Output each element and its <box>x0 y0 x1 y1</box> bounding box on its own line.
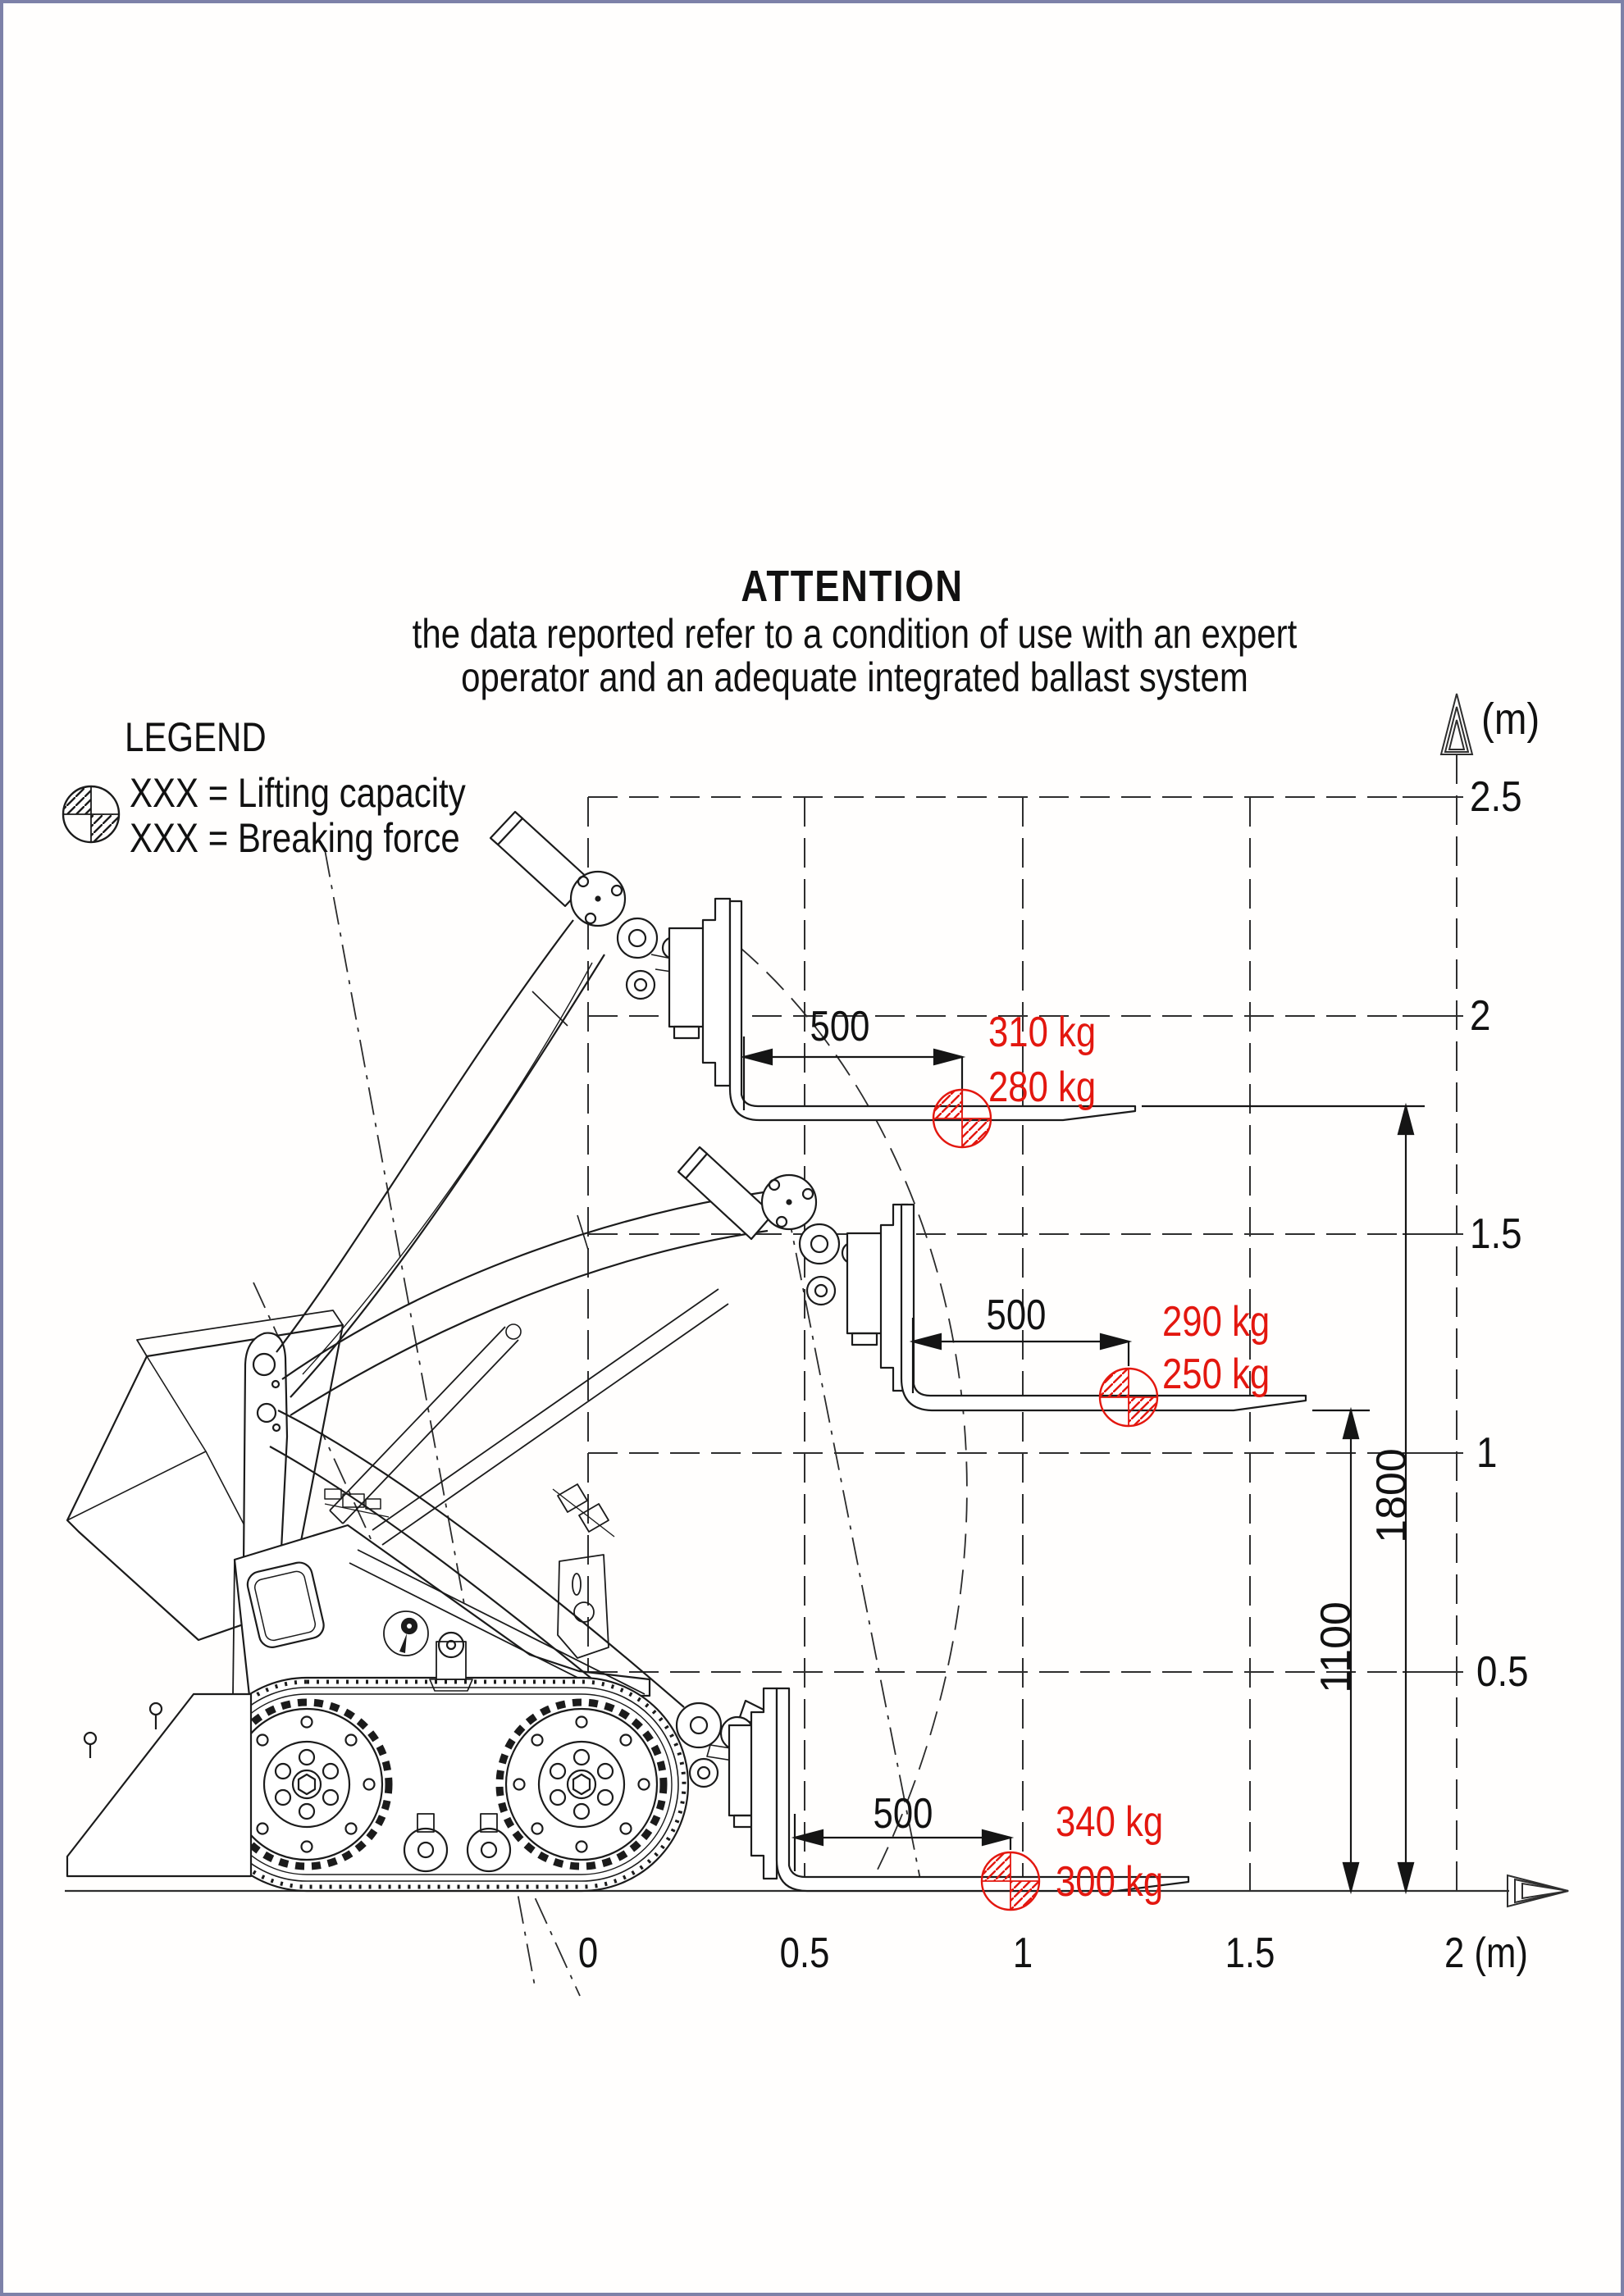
dim-500-middle <box>909 1318 1133 1393</box>
y-tick-2: 2 <box>1470 992 1491 1040</box>
dim-1800 <box>1142 1102 1425 1895</box>
cg-symbol-ground <box>980 1851 1041 1911</box>
dim-1100 <box>1312 1406 1370 1895</box>
breaking-force-ground: 300 kg <box>1056 1858 1164 1906</box>
hydraulic-couplers <box>552 1483 615 1659</box>
dim-label-500-ground: 500 <box>873 1790 933 1838</box>
y-axis-ticks <box>1403 796 1463 1673</box>
lifting-capacity-raised: 310 kg <box>988 1009 1097 1056</box>
lift-arm-raised <box>276 919 605 1524</box>
lifting-capacity-middle: 290 kg <box>1162 1298 1270 1346</box>
skid-plate <box>66 1692 253 1878</box>
y-axis-unit: (m) <box>1481 695 1540 744</box>
mini-loader-drawing <box>66 810 1307 1893</box>
y-axis-arrow-icon <box>1439 693 1474 755</box>
dim-label-500-raised: 500 <box>810 1003 870 1050</box>
ignition-emblem-icon <box>383 1610 429 1656</box>
track-rollers <box>403 1813 512 1873</box>
breaking-force-raised: 280 kg <box>988 1064 1097 1111</box>
cg-symbol-raised <box>932 1088 992 1149</box>
x-tick-1: 1 <box>1012 1929 1033 1977</box>
breaking-force-middle: 250 kg <box>1162 1351 1270 1398</box>
dim-label-1800: 1800 <box>1368 1448 1416 1543</box>
sprocket-right <box>495 1698 668 1870</box>
diagram-artwork <box>62 693 1569 1997</box>
x-axis-arrow-icon <box>1507 1874 1569 1908</box>
x-tick-0: 0 <box>577 1929 599 1977</box>
x-tick-0-5: 0.5 <box>779 1929 830 1977</box>
legend-lifting-capacity: XXX = Lifting capacity <box>130 770 466 816</box>
y-tick-2-5: 2.5 <box>1470 773 1522 821</box>
dim-500-ground <box>791 1814 1015 1871</box>
fork-lowered <box>675 1687 1190 1893</box>
track-undercarriage <box>66 1631 690 1893</box>
y-tick-1-5: 1.5 <box>1470 1210 1522 1258</box>
fork-raised <box>489 810 1137 1122</box>
cg-symbol-middle <box>1098 1367 1159 1428</box>
x-tick-2-m: 2 (m) <box>1444 1929 1528 1977</box>
dimension-lines <box>740 1036 1425 1895</box>
fork-middle <box>677 1146 1307 1412</box>
dim-label-500-middle: 500 <box>986 1292 1047 1339</box>
center-of-gravity-symbol <box>62 785 121 844</box>
legend-title: LEGEND <box>125 714 267 760</box>
attention-title: ATTENTION <box>741 562 964 611</box>
x-tick-1-5: 1.5 <box>1225 1929 1275 1977</box>
y-tick-0-5: 0.5 <box>1476 1648 1529 1696</box>
dim-label-1100: 1100 <box>1312 1601 1360 1693</box>
cg-symbols <box>62 785 1159 1911</box>
attention-line1: the data reported refer to a condition o… <box>412 611 1298 657</box>
lifting-capacity-ground: 340 kg <box>1056 1798 1164 1846</box>
y-tick-1: 1 <box>1476 1429 1498 1477</box>
legend-breaking-force: XXX = Breaking force <box>130 815 460 861</box>
track-top-mount <box>429 1631 473 1692</box>
attention-line2: operator and an adequate integrated ball… <box>461 654 1248 700</box>
lift-arm-middle <box>281 1191 769 1546</box>
arm-pivot-tower <box>242 1332 289 1567</box>
